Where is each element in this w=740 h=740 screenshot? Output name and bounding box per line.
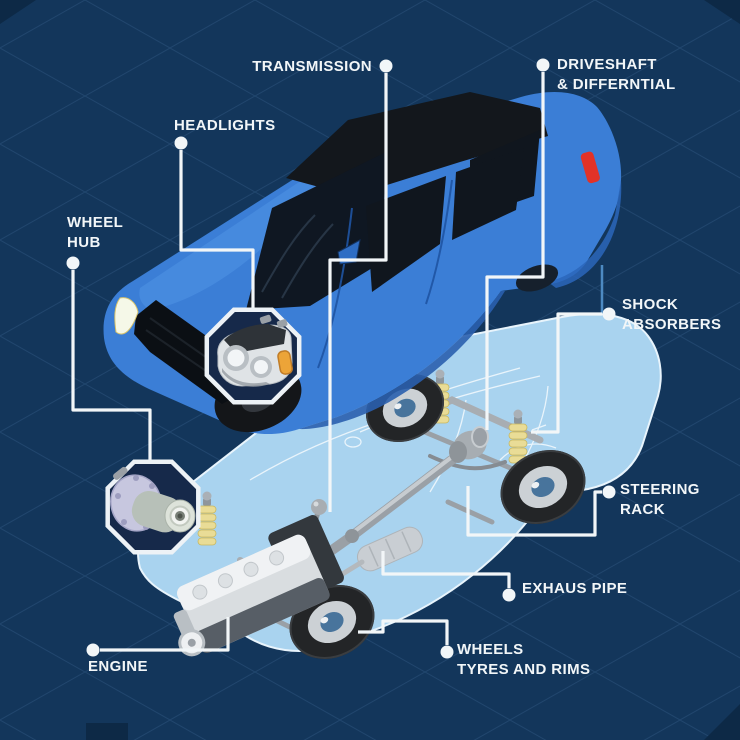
callout-dot-shock-absorbers [602,307,616,321]
headlight-icon [217,314,293,387]
label-exhaust-pipe: EXHAUS PIPE [522,580,628,597]
callout-line-transmission [328,73,388,512]
callout-line-shock-absorbers [531,312,602,434]
headlight-inset [204,307,302,405]
rear-differential [449,426,489,463]
door-seams [317,179,453,369]
label-driveshaft-differential: DRIVESHAFT & DIFFERNTIAL [557,55,676,95]
label-shock-line2: ABSORBERS [622,316,722,333]
label-steering-line1: STEERING [620,481,700,498]
callout-dot-steering-rack [602,485,616,499]
label-wheel-hub: WHEEL HUB [67,213,123,253]
label-wheel-hub-line1: WHEEL [67,214,124,231]
callout-dot-headlights [174,136,188,150]
callout-dot-wheel-hub [66,256,80,270]
label-driveshaft-line2: & DIFFERNTIAL [557,76,676,93]
label-shock-absorbers: SHOCK ABSORBERS [622,295,721,335]
callout-line-wheels [358,619,449,645]
label-wheels-line1: WHEELS [457,641,524,658]
label-wheels-tyres-rims: WHEELS TYRES AND RIMS [457,640,590,680]
label-transmission: TRANSMISSION [252,58,372,75]
label-driveshaft-line1: DRIVESHAFT [557,56,657,73]
callout-dot-exhaust-pipe [502,588,516,602]
callout-dot-engine [86,643,100,657]
wheel-hub-icon [110,466,196,533]
callout-dot-wheels [440,645,454,659]
windshield [246,152,386,310]
label-headlights: HEADLIGHTS [174,117,276,134]
label-steering-rack: STEERING RACK [620,480,700,520]
car-rear-bumper-shade [548,180,622,288]
steering-rack-part [445,499,495,525]
callout-line-steering-rack [466,486,602,537]
label-engine: ENGINE [88,658,148,675]
callout-dot-transmission [379,59,393,73]
wheel-hub-inset [105,459,201,555]
label-wheel-hub-line2: HUB [67,234,101,251]
callout-dot-driveshaft [536,58,550,72]
callout-line-exhaust-pipe [381,551,511,588]
callout-dots [66,58,616,659]
callout-line-headlights [179,150,255,312]
headlight-sliver [114,297,139,335]
wiper-marks [261,214,334,299]
callout-line-engine [100,617,230,652]
callout-lines [71,72,602,652]
label-steering-line2: RACK [620,501,665,518]
taillight [580,151,600,184]
callout-line-wheel-hub [71,270,152,462]
label-shock-line1: SHOCK [622,296,679,313]
label-wheels-line2: TYRES AND RIMS [457,661,591,678]
callout-line-driveshaft [485,72,545,430]
side-window-rear [452,148,524,240]
